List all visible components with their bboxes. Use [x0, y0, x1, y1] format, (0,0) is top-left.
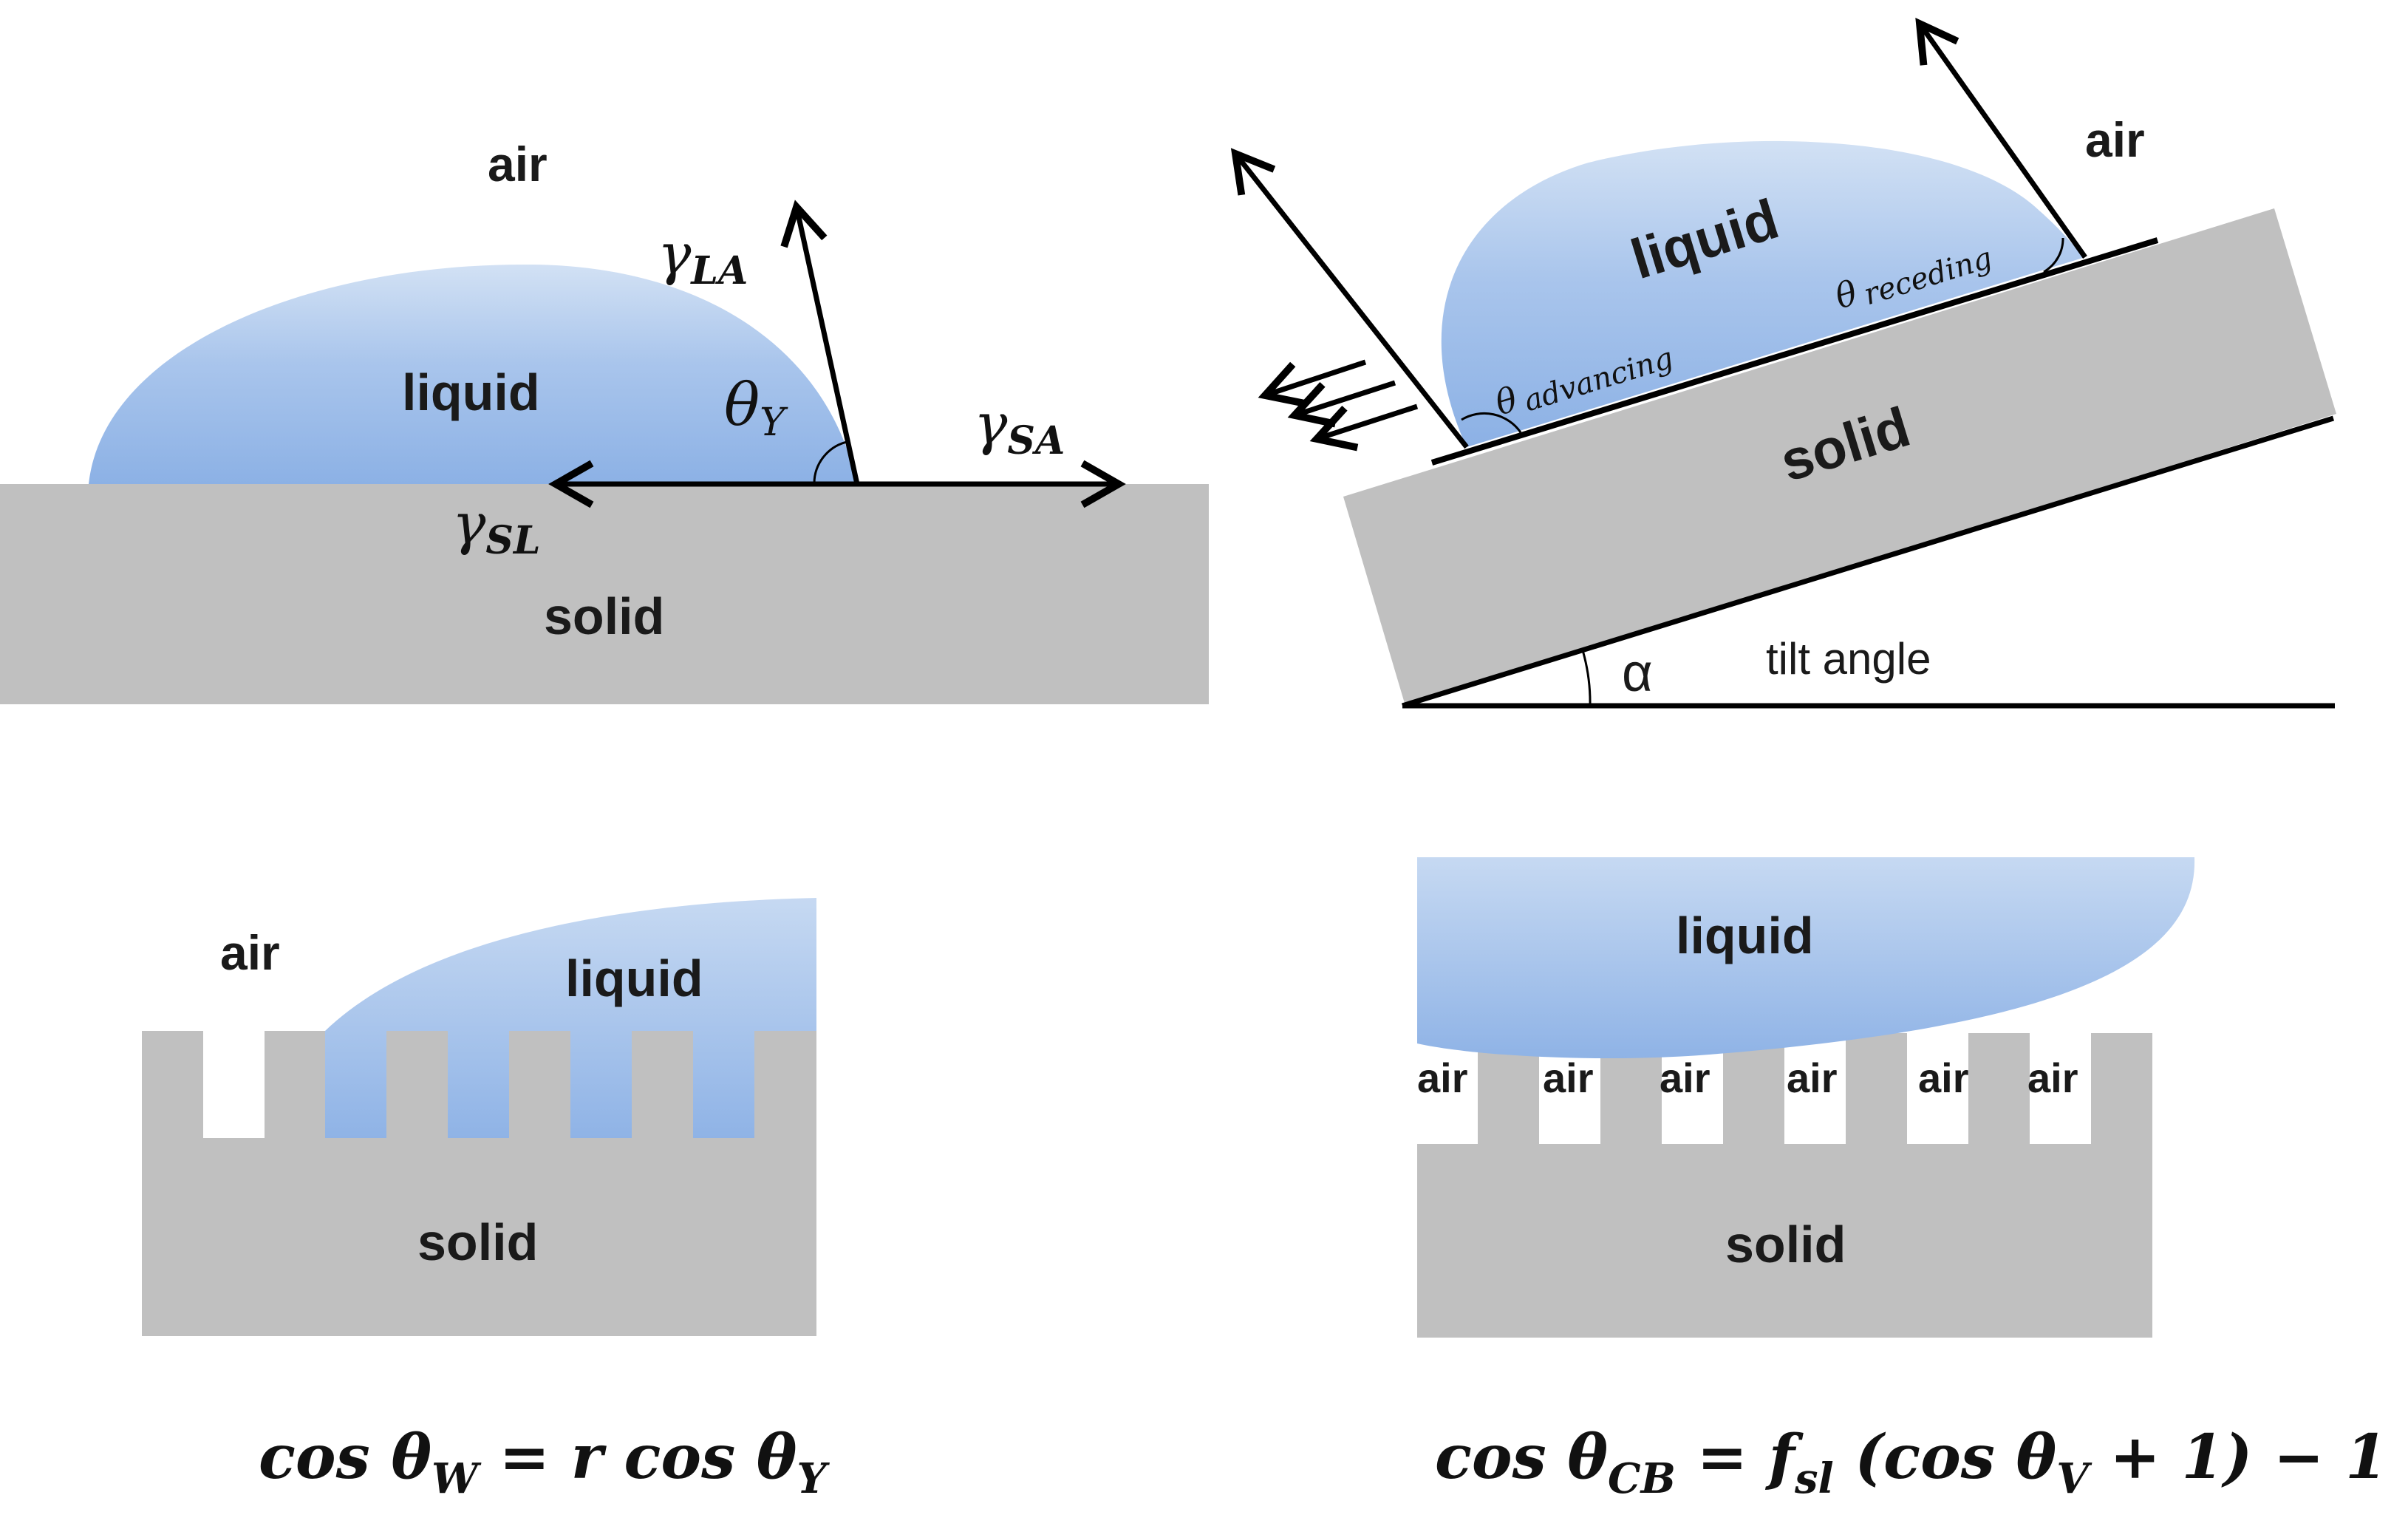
air-label: air — [2085, 112, 2145, 167]
solid-substrate — [0, 484, 1209, 704]
motion-arrows — [1258, 359, 1419, 452]
tilt-angle-arc — [1581, 650, 1592, 706]
wenzel-rough-solid — [142, 1031, 816, 1336]
panel-cassie: liquid solid air air air air air air cos… — [1417, 857, 2387, 1503]
air-pocket-labels: air air air air air air — [1417, 1055, 2078, 1101]
receding-force-arrow — [1915, 17, 2087, 259]
liquid-label: liquid — [565, 950, 703, 1007]
gamma-la-label: γLA — [658, 221, 748, 293]
panel-wenzel: air liquid solid cos θW = r cos θY — [142, 898, 830, 1503]
cassie-liquid — [1417, 857, 2195, 1059]
air-pocket-label: air — [1543, 1055, 1594, 1101]
liquid-droplet — [89, 264, 857, 484]
wenzel-liquid — [325, 898, 816, 1138]
liquid-label: liquid — [402, 364, 540, 421]
air-label: air — [220, 925, 280, 980]
air-pocket-label: air — [1918, 1055, 1969, 1101]
advancing-angle-arc — [1461, 412, 1522, 433]
cassie-rough-solid — [1417, 1033, 2152, 1338]
alpha-label: α — [1622, 644, 1653, 703]
solid-label: solid — [1725, 1216, 1846, 1273]
solid-label: solid — [544, 588, 664, 645]
theta-y-label: θY — [724, 370, 788, 445]
air-pocket-label: air — [1787, 1055, 1838, 1101]
tilt-angle-label: tilt angle — [1766, 634, 1931, 684]
cassie-equation: cos θCB = fsl (cos θV + 1) − 1 — [1435, 1422, 2387, 1503]
tilted-droplet — [1441, 140, 2085, 447]
wenzel-equation: cos θW = r cos θY — [259, 1422, 830, 1503]
solid-label: solid — [417, 1213, 538, 1271]
gamma-la-arrow — [780, 200, 860, 485]
liquid-label: liquid — [1676, 907, 1814, 964]
tilted-solid — [1343, 208, 2336, 706]
air-pocket-label: air — [1660, 1055, 1711, 1101]
panel-tilt: air liquid solid θadvancing θreceding α … — [1230, 17, 2336, 709]
receding-angle-arc — [2043, 237, 2064, 273]
gamma-sl-label: γSL — [452, 491, 541, 563]
contact-angle-arc — [813, 440, 847, 485]
gamma-sa-label: γSA — [974, 391, 1065, 463]
air-pocket-label: air — [2027, 1055, 2078, 1101]
air-label: air — [488, 137, 548, 191]
panel-young: air liquid solid γLA γSA γSL θY — [0, 137, 1209, 704]
air-pocket-label: air — [1417, 1055, 1468, 1101]
advancing-force-arrow — [1230, 148, 1469, 449]
underside-line — [1401, 415, 2335, 709]
substrate-surface-line — [1430, 237, 2159, 466]
